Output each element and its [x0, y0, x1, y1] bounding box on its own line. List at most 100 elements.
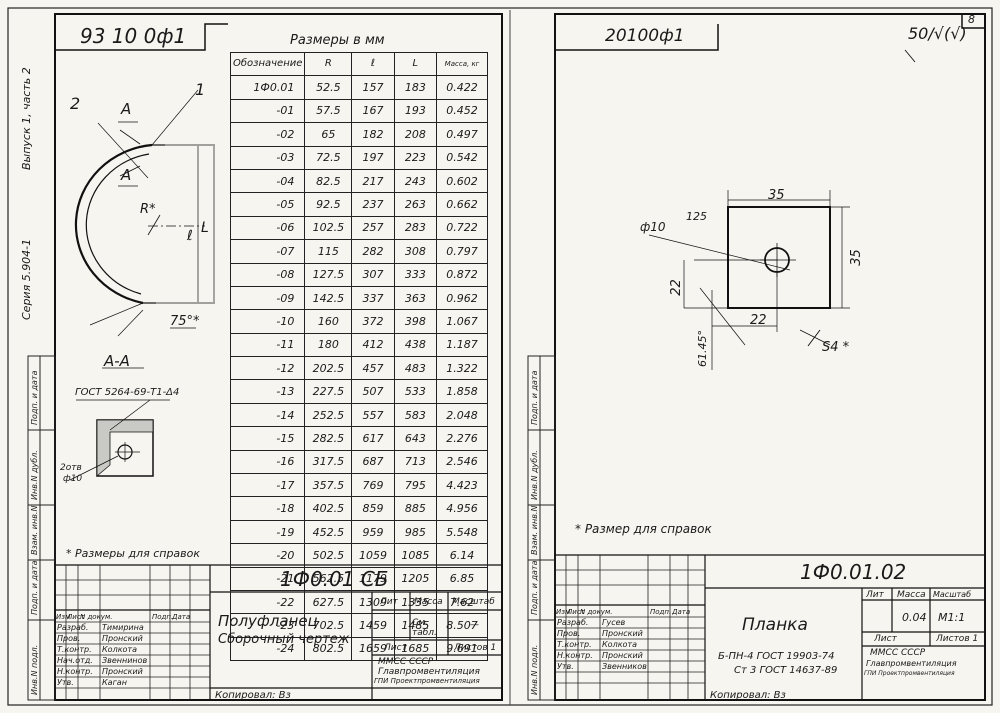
cell-l: 157 [351, 75, 395, 100]
side-stamp-label: Подп. и дата [530, 560, 539, 616]
signature-name: Гусев [602, 618, 626, 627]
radius-label: R* [140, 202, 156, 217]
cell-big-l: 438 [393, 332, 438, 358]
side-stamp-label: Подп. и дата [30, 560, 39, 616]
right-org-3: ГПИ Проектпромвентиляция [864, 670, 955, 677]
cell-big-l: 713 [393, 449, 438, 475]
cell-r: 92.5 [304, 192, 353, 217]
dimensions-table-title: Размеры в мм [290, 33, 385, 48]
cell-designation: -16 [229, 449, 306, 475]
cell-l: 337 [351, 285, 395, 311]
left-org-2: Главпромвентиляция [378, 667, 480, 677]
right-org-2: Главпромвентиляция [866, 659, 957, 668]
cell-mass: 2.276 [436, 426, 488, 451]
plate-thickness: S4 * [822, 340, 850, 355]
cell-r: 115 [304, 239, 353, 264]
cell-designation: -15 [229, 426, 306, 451]
side-stamp-label: Инв.N дубл. [530, 450, 539, 500]
cell-r: 52.5 [304, 75, 353, 100]
left-org-1: ММСС СССР [378, 657, 434, 667]
signature-name: Тимирина [102, 623, 144, 632]
cell-mass: 1.067 [436, 309, 488, 334]
cell-designation: -12 [229, 356, 306, 381]
cell-l: 257 [351, 215, 395, 241]
right-copied: Копировал: Вз [710, 690, 786, 701]
cell-big-l: 193 [393, 98, 438, 124]
section-view-label: А-А [104, 352, 130, 370]
signature-name: Звеннинов [102, 656, 148, 665]
side-stamp-label: Инв.N подл. [530, 644, 539, 695]
sheet-number: 8 [968, 13, 975, 26]
cell-r: 627.5 [304, 589, 353, 615]
cell-big-l: 795 [393, 473, 438, 498]
cell-big-l: 483 [393, 356, 438, 381]
cell-mass: 0.662 [436, 192, 488, 217]
cell-r: 282.5 [304, 426, 353, 451]
position-1: 1 [195, 80, 206, 99]
cell-designation: -19 [229, 519, 306, 545]
cell-mass: 6.85 [436, 566, 488, 591]
plate-offset-vertical: 22 [668, 279, 684, 296]
cell-big-l: 583 [393, 402, 438, 428]
cell-designation: -04 [229, 168, 306, 194]
signature-name: Звенников [602, 662, 647, 671]
cell-r: 252.5 [304, 402, 353, 428]
plate-angle: 61.45° [696, 330, 709, 367]
cell-l: 1059 [351, 543, 395, 568]
signature-name: Колкота [602, 640, 637, 649]
cell-l: 1659 [351, 636, 395, 662]
cell-mass: 0.422 [436, 75, 488, 100]
cell-l: 197 [351, 145, 395, 170]
cell-designation: -20 [229, 543, 306, 568]
cell-r: 82.5 [304, 168, 353, 194]
left-mass-header: Масса [414, 597, 443, 607]
cell-r: 227.5 [304, 379, 353, 404]
cell-l: 1309 [351, 589, 395, 615]
weld-standard: ГОСТ 5264-69-Т1-Δ4 [75, 387, 180, 398]
cell-r: 802.5 [304, 636, 353, 662]
cell-r: 402.5 [304, 496, 353, 521]
cell-r: 102.5 [304, 215, 353, 241]
signature-name: Пронский [102, 634, 143, 643]
signature-name: Пронский [602, 629, 643, 638]
plate-radius: 125 [686, 210, 707, 223]
side-stamp-label: Подп. и дата [530, 370, 539, 426]
right-material-1: Б-ПН-4 ГОСТ 19903-74 [718, 651, 835, 662]
left-sheet: Лист [384, 643, 407, 653]
plate-offset-horizontal: 22 [750, 313, 767, 328]
cell-designation: -10 [229, 309, 306, 334]
cell-mass: 1.187 [436, 332, 488, 358]
cell-l: 859 [351, 496, 395, 521]
cell-designation: -17 [229, 473, 306, 498]
right-mass-value: 0.04 [902, 611, 927, 624]
cell-big-l: 308 [393, 239, 438, 264]
right-scale-header: Масштаб [933, 590, 972, 599]
cell-mass: 0.542 [436, 145, 488, 170]
dim-big-l: L [201, 220, 209, 236]
side-stamp-label: Инв.N дубл. [30, 450, 39, 500]
plate-hole-diameter: ф10 [640, 220, 666, 234]
cell-designation: -22 [229, 589, 306, 615]
signature-role: Пров. [57, 634, 81, 643]
signature-header: Лист [567, 608, 585, 616]
cell-l: 217 [351, 168, 395, 194]
cell-big-l: 223 [393, 145, 438, 170]
left-drawing-code: 93 10 0ф1 [80, 24, 187, 48]
left-org-3: ГПИ Проектпромвентиляция [374, 677, 480, 685]
right-lit-header: Лит [866, 590, 884, 600]
cell-mass: 0.497 [436, 122, 488, 147]
signature-role: Т.контр. [557, 640, 592, 649]
cell-designation: -23 [229, 613, 306, 638]
